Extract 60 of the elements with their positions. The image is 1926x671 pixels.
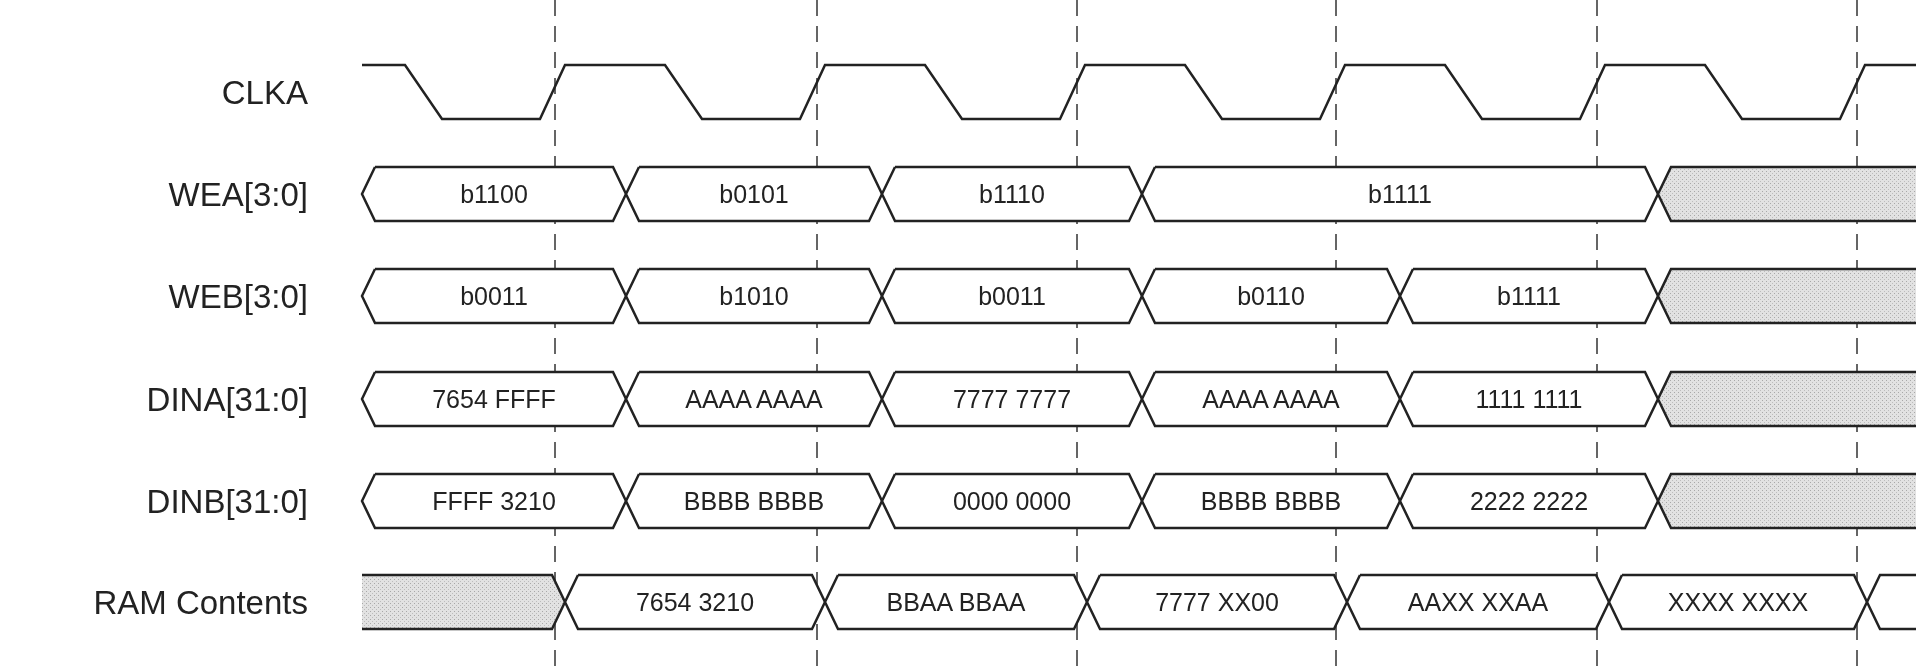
bus-value-segment (1609, 575, 1867, 629)
bus-value: 1111 1111 (1474, 386, 1584, 412)
bus-value: b0011 (459, 283, 529, 309)
bus-value: 7777 7777 (951, 386, 1073, 412)
hatched-bus-segment (1658, 474, 1916, 528)
bus-value-segment (362, 269, 626, 323)
bus-value: BBBB BBBB (1199, 488, 1343, 514)
bus-value-segment (565, 575, 825, 629)
bus-value: AAAA AAAA (684, 386, 824, 412)
bus-value: b0011 (977, 283, 1047, 309)
bus-value-segment (825, 575, 1087, 629)
signal-name: WEA[3:0] (168, 177, 308, 211)
bus-value: b1111 (1367, 181, 1433, 207)
bus-value-segment (1400, 372, 1658, 426)
bus-value-segment (882, 269, 1142, 323)
bus-value-segment (362, 372, 626, 426)
signal-name: WEB[3:0] (168, 279, 308, 313)
signal-name: RAM Contents (93, 585, 308, 619)
bus-value-segment (1400, 269, 1658, 323)
bus-value-segment (1142, 474, 1400, 528)
bus-value: 7777 XX00 (1154, 589, 1280, 615)
signal-name: CLKA (221, 75, 308, 109)
bus-value-segment (626, 269, 882, 323)
bus-value-segment (362, 474, 626, 528)
bus-value: AAXX XXAA (1406, 589, 1550, 615)
bus-value: b1010 (718, 283, 790, 309)
bus-value-segment (882, 372, 1142, 426)
signal-name: DINA[31:0] (146, 382, 308, 416)
bus-value-segment (626, 167, 882, 221)
bus-value: BBBB BBBB (682, 488, 826, 514)
bus-value-segment (626, 474, 882, 528)
hatched-bus-segment (362, 575, 565, 629)
bus-value-segment (882, 474, 1142, 528)
bus-value-segment (1087, 575, 1347, 629)
bus-value: 7654 3210 (634, 589, 756, 615)
bus-value: 0000 0000 (951, 488, 1073, 514)
bus-value: AAAA AAAA (1201, 386, 1341, 412)
hatched-bus-segment (1658, 269, 1916, 323)
bus-value-segment (1400, 474, 1658, 528)
bus-value-segment (626, 372, 882, 426)
signal-name: DINB[31:0] (146, 484, 308, 518)
hatched-bus-segment (1658, 167, 1916, 221)
bus-value-segment (1347, 575, 1609, 629)
bus-value: 7654 FFFF (431, 386, 557, 412)
bus-value-segment (362, 167, 626, 221)
bus-value: b1100 (459, 181, 529, 207)
bus-value: XXXX XXXX (1666, 589, 1810, 615)
hatched-bus-segment (1658, 372, 1916, 426)
bus-value-segment (1142, 167, 1658, 221)
bus-value: b0101 (718, 181, 790, 207)
bus-value: FFFF 3210 (431, 488, 557, 514)
bus-value: b0110 (1236, 283, 1306, 309)
bus-value-segment (1142, 372, 1400, 426)
bus-value: 2222 2222 (1468, 488, 1590, 514)
bus-value-segment (1142, 269, 1400, 323)
bus-value: b1111 (1496, 283, 1562, 309)
bus-value-segment (882, 167, 1142, 221)
bus-value: BBAA BBAA (885, 589, 1027, 615)
bus-segment (1867, 575, 1916, 629)
bus-value: b1110 (978, 181, 1046, 207)
